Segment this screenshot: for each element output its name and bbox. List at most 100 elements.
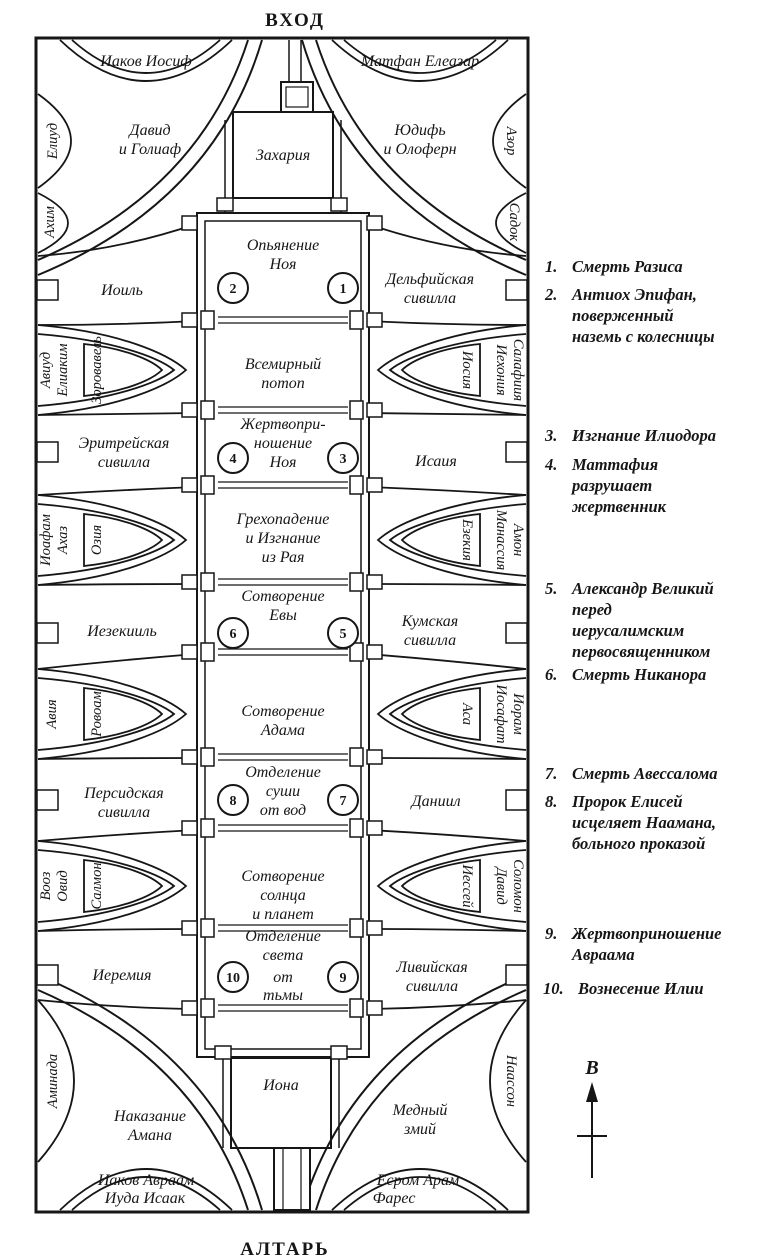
- panel-label: Сотворение: [241, 588, 324, 605]
- spandrel-shape-right-2: [376, 494, 527, 586]
- lunette-arc-bottom-left: [59, 1168, 233, 1211]
- panel-label: Адама: [260, 722, 305, 739]
- panel-label: Евы: [268, 607, 297, 624]
- pendentive-arc-bottom-left: [37, 974, 263, 1211]
- spandrel-shape-left-3: [37, 668, 188, 760]
- legend-number: 2.: [544, 285, 557, 304]
- lunette-name: Наассон: [503, 1054, 519, 1107]
- medallion-number: 3: [340, 452, 347, 467]
- legend-line: Маттафия: [571, 455, 658, 474]
- legend-number: 9.: [545, 924, 557, 943]
- legend-number: 7.: [545, 764, 557, 783]
- pilaster-blocks: [200, 310, 364, 1018]
- legend-number: 3.: [544, 426, 557, 445]
- panel-label: потоп: [261, 375, 305, 392]
- jonah-corner-blocks: [214, 1045, 348, 1060]
- label-altar: АЛТАРЬ: [240, 1239, 330, 1259]
- panel-label: Ноя: [269, 256, 297, 273]
- panel-label: Опьянение: [247, 237, 319, 254]
- medallion-number: 6: [230, 627, 237, 642]
- medallion-number: 1: [340, 282, 347, 297]
- spandrel-name: Иехония: [493, 343, 509, 395]
- panel-label: и планет: [252, 906, 314, 923]
- lunette-name: Садок: [506, 203, 522, 242]
- entrance-connector: [288, 40, 302, 82]
- spandrel-name: Салафиия: [510, 339, 526, 402]
- lunette-name: Иаков Иосиф: [99, 53, 191, 70]
- panel-label: Сотворение: [241, 703, 324, 720]
- panel-label: Грехопадение: [236, 511, 330, 528]
- right-wall-labels: Дельфийская сивилла Исаия Кумская сивилл…: [384, 126, 526, 1107]
- lunette-arc-bottom-right: [331, 1168, 509, 1211]
- lunette-name: Есром Арам: [376, 1172, 459, 1189]
- altar-stem: [273, 1147, 311, 1211]
- spandrel-name: Иосия: [459, 350, 475, 389]
- entrance-block-inner: [285, 86, 309, 108]
- spandrel-name: Елиаким: [55, 344, 71, 398]
- spandrel-name: Вооз: [38, 871, 54, 900]
- zechariah-side-strips: [224, 120, 342, 213]
- left-wall-labels: Иоиль Эритрейская сивилла Иезекииль Перс…: [38, 123, 169, 1109]
- medallion-circle: [217, 272, 249, 304]
- medallion-circle: [217, 442, 249, 474]
- spandrel-name: Иосафат: [493, 683, 509, 743]
- compass-arrow: [577, 1098, 607, 1178]
- throne-label: Дельфийская: [384, 271, 474, 288]
- jonah-side-strips: [222, 1052, 340, 1148]
- medallion-circle: [327, 617, 359, 649]
- panel-label: ношение: [254, 435, 312, 452]
- medallion-number: 7: [340, 794, 347, 809]
- panel-label: и Изгнание: [245, 530, 320, 547]
- lunette-arcs-right-wall: [489, 93, 527, 1163]
- spandrel-name: Авиуд: [38, 352, 54, 389]
- panel-label: тьмы: [263, 987, 303, 1004]
- panel-label: солнца: [260, 887, 305, 904]
- pendentive-label: Амана: [127, 1127, 172, 1144]
- spandrel-name: Зоровавель: [89, 336, 105, 404]
- medallion-number: 2: [230, 282, 237, 297]
- lunette-name: Матфан Елеазар: [360, 53, 479, 70]
- legend-line: Пророк Елисей: [571, 792, 683, 811]
- legend-number: 8.: [545, 792, 557, 811]
- spandrel-name: Ахаз: [55, 526, 71, 555]
- legend-number: 6.: [545, 665, 557, 684]
- panel-label: Сотворение: [241, 868, 324, 885]
- throne-label: сивилла: [404, 290, 456, 307]
- compass-arrowhead: [586, 1082, 598, 1102]
- spandrel-name: Аса: [459, 702, 475, 725]
- altar-stem-lines: [282, 1148, 302, 1210]
- lunette-name: Елиуд: [45, 123, 61, 160]
- arch-ribs-left: [37, 223, 197, 1010]
- frame-tabs: [181, 215, 383, 1016]
- panel-divider-lines: [218, 316, 348, 1012]
- arch-ribs-right: [367, 223, 527, 1010]
- legend-line: иерусалимским: [572, 621, 684, 640]
- spandrel-name: Иессей: [459, 863, 475, 908]
- spandrel-shape-right-1: [376, 324, 527, 416]
- panel-label: от вод: [260, 802, 306, 819]
- spandrel-name: Давид: [493, 865, 509, 904]
- spandrel-shape-left-2: [37, 494, 188, 586]
- panel-label-jonah: Иона: [262, 1077, 299, 1094]
- spandrel-name: Овид: [55, 870, 71, 901]
- throne-label: сивилла: [404, 632, 456, 649]
- spandrel-shape-right-3: [376, 668, 527, 760]
- pendentive-arc-top-left: [37, 39, 263, 276]
- throne-label: Кумская: [401, 613, 458, 630]
- throne-label: Персидская: [83, 785, 163, 802]
- lunette-name: Фарес: [373, 1190, 416, 1207]
- lunette-name: Азор: [503, 126, 519, 156]
- plan-structure: [34, 36, 530, 1214]
- medallion-number: 8: [230, 794, 237, 809]
- legend: 1. Смерть Разиса 2. Антиох Эпифан, повер…: [543, 257, 721, 998]
- panel-label: из Рая: [262, 549, 305, 566]
- lunette-arc-top-left: [59, 39, 233, 82]
- throne-label: Даниил: [409, 793, 460, 810]
- panel-label: Ноя: [269, 454, 297, 471]
- spandrel-shape-left-1: [37, 324, 188, 416]
- pendentive-label: Медный: [392, 1102, 448, 1119]
- legend-line: Смерть Разиса: [572, 257, 683, 276]
- legend-line: исцеляет Наамана,: [572, 813, 716, 832]
- legend-line: Смерть Авессалома: [572, 764, 718, 783]
